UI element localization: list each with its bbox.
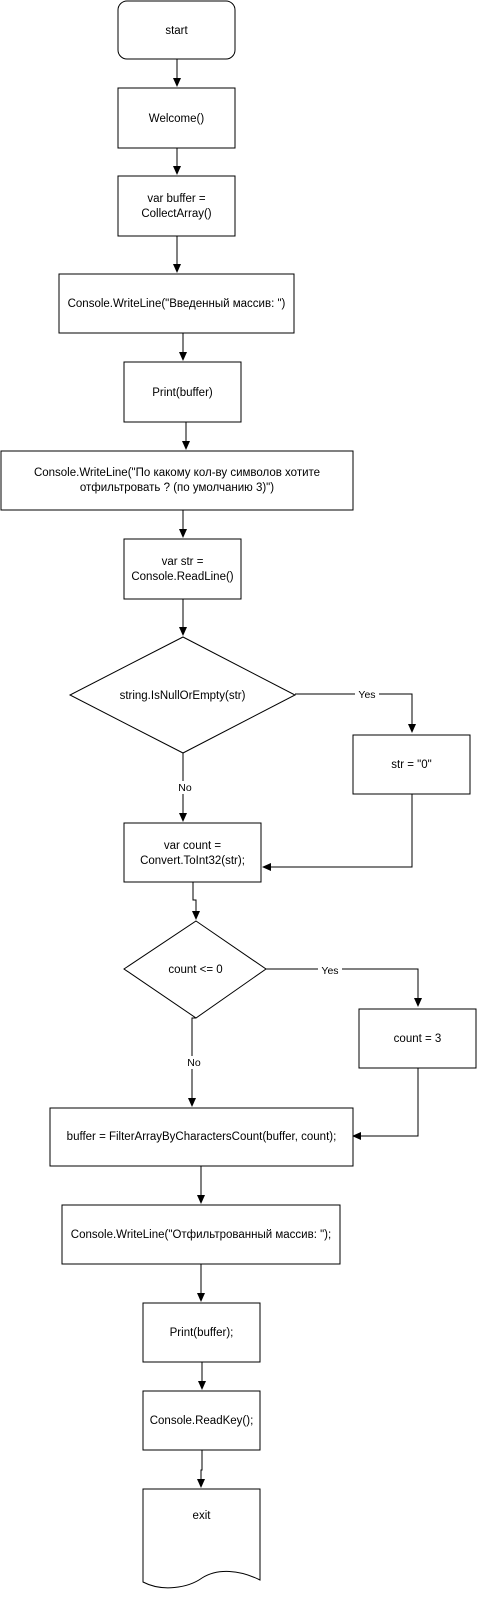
prompt-label-line1: Console.WriteLine("По какому кол-ву симв… bbox=[34, 467, 320, 479]
node-default-str: str = "0" bbox=[352, 734, 471, 795]
node-start: start bbox=[117, 0, 236, 60]
node-print-buffer-2: Print(buffer); bbox=[142, 1302, 261, 1363]
exit-label: exit bbox=[193, 1510, 212, 1522]
edge-labels: Yes No Yes No bbox=[175, 688, 379, 1069]
collect-label-line1: var buffer = bbox=[147, 193, 206, 205]
welcome-label: Welcome() bbox=[149, 113, 205, 125]
edge-count-yes bbox=[266, 968, 422, 1007]
node-convert: var count = Convert.ToInt32(str); bbox=[123, 822, 262, 883]
node-filter: buffer = FilterArrayByCharactersCount(bu… bbox=[49, 1107, 354, 1167]
count-yes-label: Yes bbox=[321, 965, 338, 977]
null-no-label: No bbox=[178, 782, 192, 794]
node-prompt: Console.WriteLine("По какому кол-ву симв… bbox=[0, 450, 354, 511]
node-readkey: Console.ReadKey(); bbox=[142, 1390, 261, 1451]
edge-convert-check-count bbox=[192, 882, 200, 920]
collect-label-line2: CollectArray() bbox=[141, 208, 211, 220]
print-buffer-label: Print(buffer) bbox=[152, 387, 213, 399]
node-exit: exit bbox=[142, 1488, 261, 1589]
convert-label-line2: Convert.ToInt32(str); bbox=[140, 855, 245, 867]
writeline-input-label: Console.WriteLine("Введенный массив: ") bbox=[68, 298, 286, 310]
readline-label-line1: var str = bbox=[162, 556, 204, 568]
node-default-count: count = 3 bbox=[358, 1008, 477, 1069]
convert-label-line1: var count = bbox=[164, 840, 221, 852]
check-null-label: string.IsNullOrEmpty(str) bbox=[120, 690, 246, 702]
edge-count-no bbox=[188, 1017, 196, 1107]
count-no-label: No bbox=[187, 1057, 201, 1069]
node-writeline-filtered: Console.WriteLine("Отфильтрованный масси… bbox=[61, 1204, 341, 1265]
node-readline: var str = Console.ReadLine() bbox=[123, 538, 242, 600]
start-label: start bbox=[165, 25, 188, 37]
edge-defaultstr-convert bbox=[262, 794, 413, 871]
node-writeline-input: Console.WriteLine("Введенный массив: ") bbox=[58, 273, 295, 334]
edge-null-yes bbox=[295, 693, 416, 733]
node-print-buffer: Print(buffer) bbox=[123, 361, 242, 423]
edge-readkey-exit bbox=[197, 1450, 205, 1488]
node-check-null: string.IsNullOrEmpty(str) bbox=[68, 636, 297, 754]
readline-label-line2: Console.ReadLine() bbox=[131, 571, 233, 583]
writeline-filtered-label: Console.WriteLine("Отфильтрованный масси… bbox=[71, 1229, 331, 1241]
default-count-label: count = 3 bbox=[394, 1033, 442, 1045]
edge-defaultcount-filter bbox=[352, 1068, 419, 1140]
prompt-label-line2: отфильтровать ? (по умолчанию 3)") bbox=[80, 482, 274, 494]
check-count-label: count <= 0 bbox=[168, 964, 222, 976]
null-yes-label: Yes bbox=[358, 689, 375, 701]
filter-label: buffer = FilterArrayByCharactersCount(bu… bbox=[67, 1131, 337, 1143]
node-collect-array: var buffer = CollectArray() bbox=[117, 175, 236, 237]
default-str-label: str = "0" bbox=[391, 759, 431, 771]
print-buffer-2-label: Print(buffer); bbox=[170, 1327, 234, 1339]
node-welcome: Welcome() bbox=[117, 87, 236, 149]
readkey-label: Console.ReadKey(); bbox=[150, 1415, 254, 1427]
edges bbox=[173, 59, 422, 1488]
node-check-count: count <= 0 bbox=[123, 920, 267, 1019]
